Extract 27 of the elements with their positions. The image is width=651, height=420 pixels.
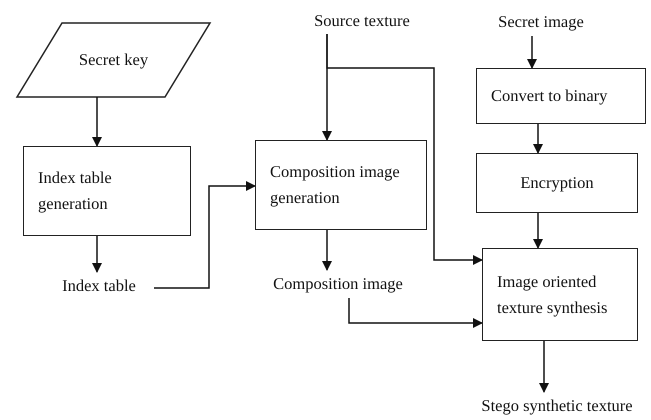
arrow <box>539 341 549 393</box>
arrow <box>154 181 256 289</box>
data-label: Stego synthetic texture <box>466 392 648 420</box>
arrow <box>533 213 543 249</box>
arrow <box>92 97 102 147</box>
node-label: Image oriented texture synthesis <box>497 270 608 319</box>
node-label: Secret key <box>78 50 148 70</box>
process-box <box>255 140 427 230</box>
node-label: Index table generation <box>38 167 113 215</box>
node-label: Composition image generation <box>270 161 401 209</box>
data-label: Source texture <box>300 8 424 34</box>
input-parallelogram <box>16 22 212 98</box>
process-box <box>482 248 638 341</box>
arrow <box>92 236 102 273</box>
arrow <box>322 230 332 271</box>
process-box <box>476 153 638 213</box>
arrow <box>348 298 483 328</box>
data-label: Index table <box>44 272 154 300</box>
arrow <box>533 124 543 154</box>
node-label: Convert to binary <box>491 85 608 108</box>
process-box <box>476 68 646 124</box>
node-label: Encryption <box>520 172 594 194</box>
process-box <box>23 146 191 236</box>
data-label: Composition image <box>262 270 414 298</box>
arrow <box>326 34 483 265</box>
data-label: Secret image <box>486 8 596 36</box>
arrow <box>527 36 537 69</box>
